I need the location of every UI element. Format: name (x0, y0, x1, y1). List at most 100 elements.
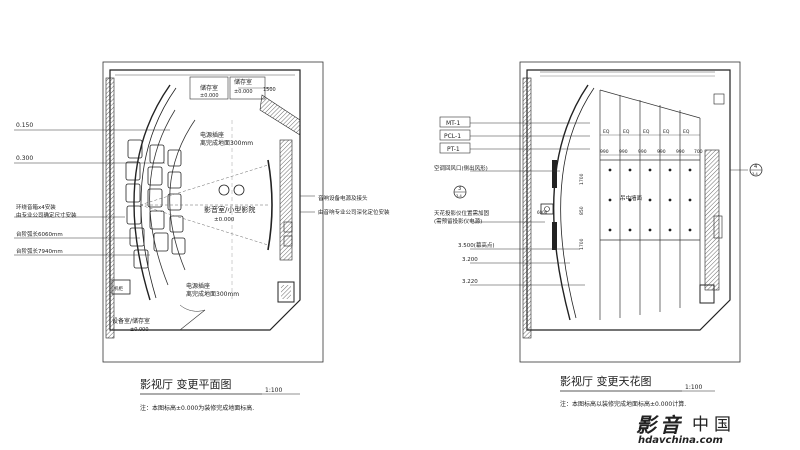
callout-text: 电源插座 (200, 131, 224, 139)
step-arc-2 (149, 109, 176, 286)
annotation-text: 台阶弧长7940mm (16, 247, 63, 255)
seat (153, 232, 169, 252)
eq-label: EQ (683, 129, 690, 135)
seat (171, 237, 186, 255)
dimension-label: 1500 (263, 87, 276, 93)
annotation-text: 由专业公司确定尺寸安装 (16, 211, 77, 219)
return-air-vent (552, 222, 557, 250)
small-cabinet (111, 279, 131, 295)
right-plan-frame (519, 61, 741, 363)
watermark-char: 中 (692, 415, 709, 435)
room-name: 设备室/储存室 (112, 317, 150, 325)
legend-box (439, 129, 471, 141)
watermark-char: 音 (660, 413, 683, 437)
storage-room-top (189, 76, 229, 100)
section-sheet: 3-4 (456, 194, 462, 198)
seat (125, 183, 141, 203)
speaker-label: 6000 (537, 210, 548, 215)
left-floor-plan (14, 61, 324, 363)
callout-text: 离完成地面300mm (186, 290, 239, 298)
seat (169, 215, 184, 233)
right-leaders (470, 122, 748, 286)
plan-note: 注：本图标高以装修完成地面标高±0.000计算. (560, 400, 686, 408)
level-value: ±0.000 (130, 327, 149, 333)
ceiling-center-label: 吊中墙面 (620, 194, 643, 202)
ceiling-strips (599, 89, 701, 320)
section-number: 3 (458, 186, 461, 192)
seat (149, 210, 165, 230)
dimension-label: 850 (579, 206, 585, 215)
annotation-text: 天花投影仪位置需加固 (434, 209, 490, 217)
left-plan-text: 0.150 0.300 环绕音箱x4安装 由专业公司确定尺寸安装 台阶弧长606… (16, 78, 390, 412)
watermark-char: 国 (714, 415, 731, 435)
dimension-label: 990 (657, 149, 666, 155)
projector-mount (540, 203, 554, 215)
plan-note: 注：本图标高±0.000为装修完成地面标高. (140, 404, 254, 412)
scale-label: 1:100 (685, 384, 702, 391)
dimension-label: 700 (694, 149, 703, 155)
level-label: 0.300 (16, 155, 33, 162)
callout-text: 电源插座 (186, 282, 210, 290)
scale-label: 1:100 (265, 387, 282, 394)
callout-text: 音响设备电源及接头 (318, 194, 368, 202)
projector-icon (233, 184, 245, 196)
west-wall (105, 77, 115, 339)
step-arc-1 (169, 119, 196, 271)
cabinet-label: 机柜 (114, 285, 123, 292)
legend-label: PCL-1 (444, 133, 461, 140)
eq-label: EQ (643, 129, 650, 135)
seat (167, 149, 182, 167)
projection-lines (139, 164, 269, 246)
seating-rows (125, 139, 186, 269)
east-wall (704, 149, 720, 291)
level-label: 3.220 (462, 279, 478, 285)
legend-label: MT-1 (446, 120, 460, 127)
left-plan-title: 影视厅 变更平面图 (140, 377, 232, 391)
room-name: 储存室 (200, 84, 218, 92)
watermark-char: 影 (636, 413, 659, 437)
left-leaders (14, 129, 315, 256)
theater-name: 影音室/小型影院 (204, 205, 255, 214)
dimension-label: 990 (676, 149, 685, 155)
level-label: 0.150 (16, 122, 33, 129)
equipment-cabinet (277, 281, 295, 303)
seat (127, 139, 143, 159)
projector-icon (218, 184, 230, 196)
level-value: ±0.000 (200, 93, 219, 99)
level-label: 3.200 (462, 257, 478, 263)
dimension-label: 1700 (579, 238, 585, 250)
dimension-label: 990 (600, 149, 609, 155)
annotation-text: 台阶弧长6060mm (16, 230, 63, 238)
seat (125, 161, 141, 181)
annotation-text: (需预留投影仪电源) (434, 217, 482, 225)
downlights (608, 168, 692, 232)
seat (167, 171, 182, 189)
left-plan-frame (102, 61, 324, 363)
right-ceiling-plan (470, 61, 748, 363)
right-plan-title: 影视厅 变更天花图 (560, 374, 652, 388)
section-sheet: 3-4 (752, 172, 758, 176)
west-wall (522, 77, 532, 339)
callout-text: 由音响专业公司深化定位安装 (318, 208, 390, 216)
seat (126, 205, 142, 225)
eq-label: EQ (663, 129, 670, 135)
level-label: 3.500(幕高点) (458, 241, 495, 249)
legend-box (439, 142, 471, 154)
room-name: 储存室 (234, 78, 252, 86)
seat (147, 188, 163, 208)
level-value: ±0.000 (234, 89, 253, 95)
right-plan-text: MT-1 PCL-1 PT-1 空调回风口(侧出风形) 天花投影仪位置需加固 (… (434, 116, 763, 408)
annotation-text: 空调回风口(侧出风形) (434, 164, 488, 172)
dimension-label: 1700 (579, 173, 585, 185)
legend-box (439, 116, 471, 128)
watermark-logo: 影 音 中 国 hdavchina.com (636, 413, 731, 446)
level-value: ±0.000 (214, 217, 235, 223)
watermark-url: hdavchina.com (638, 435, 723, 446)
seat (129, 227, 145, 247)
section-number: 4 (754, 164, 757, 170)
callout-text: 离完成地面300mm (200, 139, 253, 147)
seat (133, 249, 149, 269)
seat (147, 166, 163, 186)
east-wall (279, 139, 293, 261)
